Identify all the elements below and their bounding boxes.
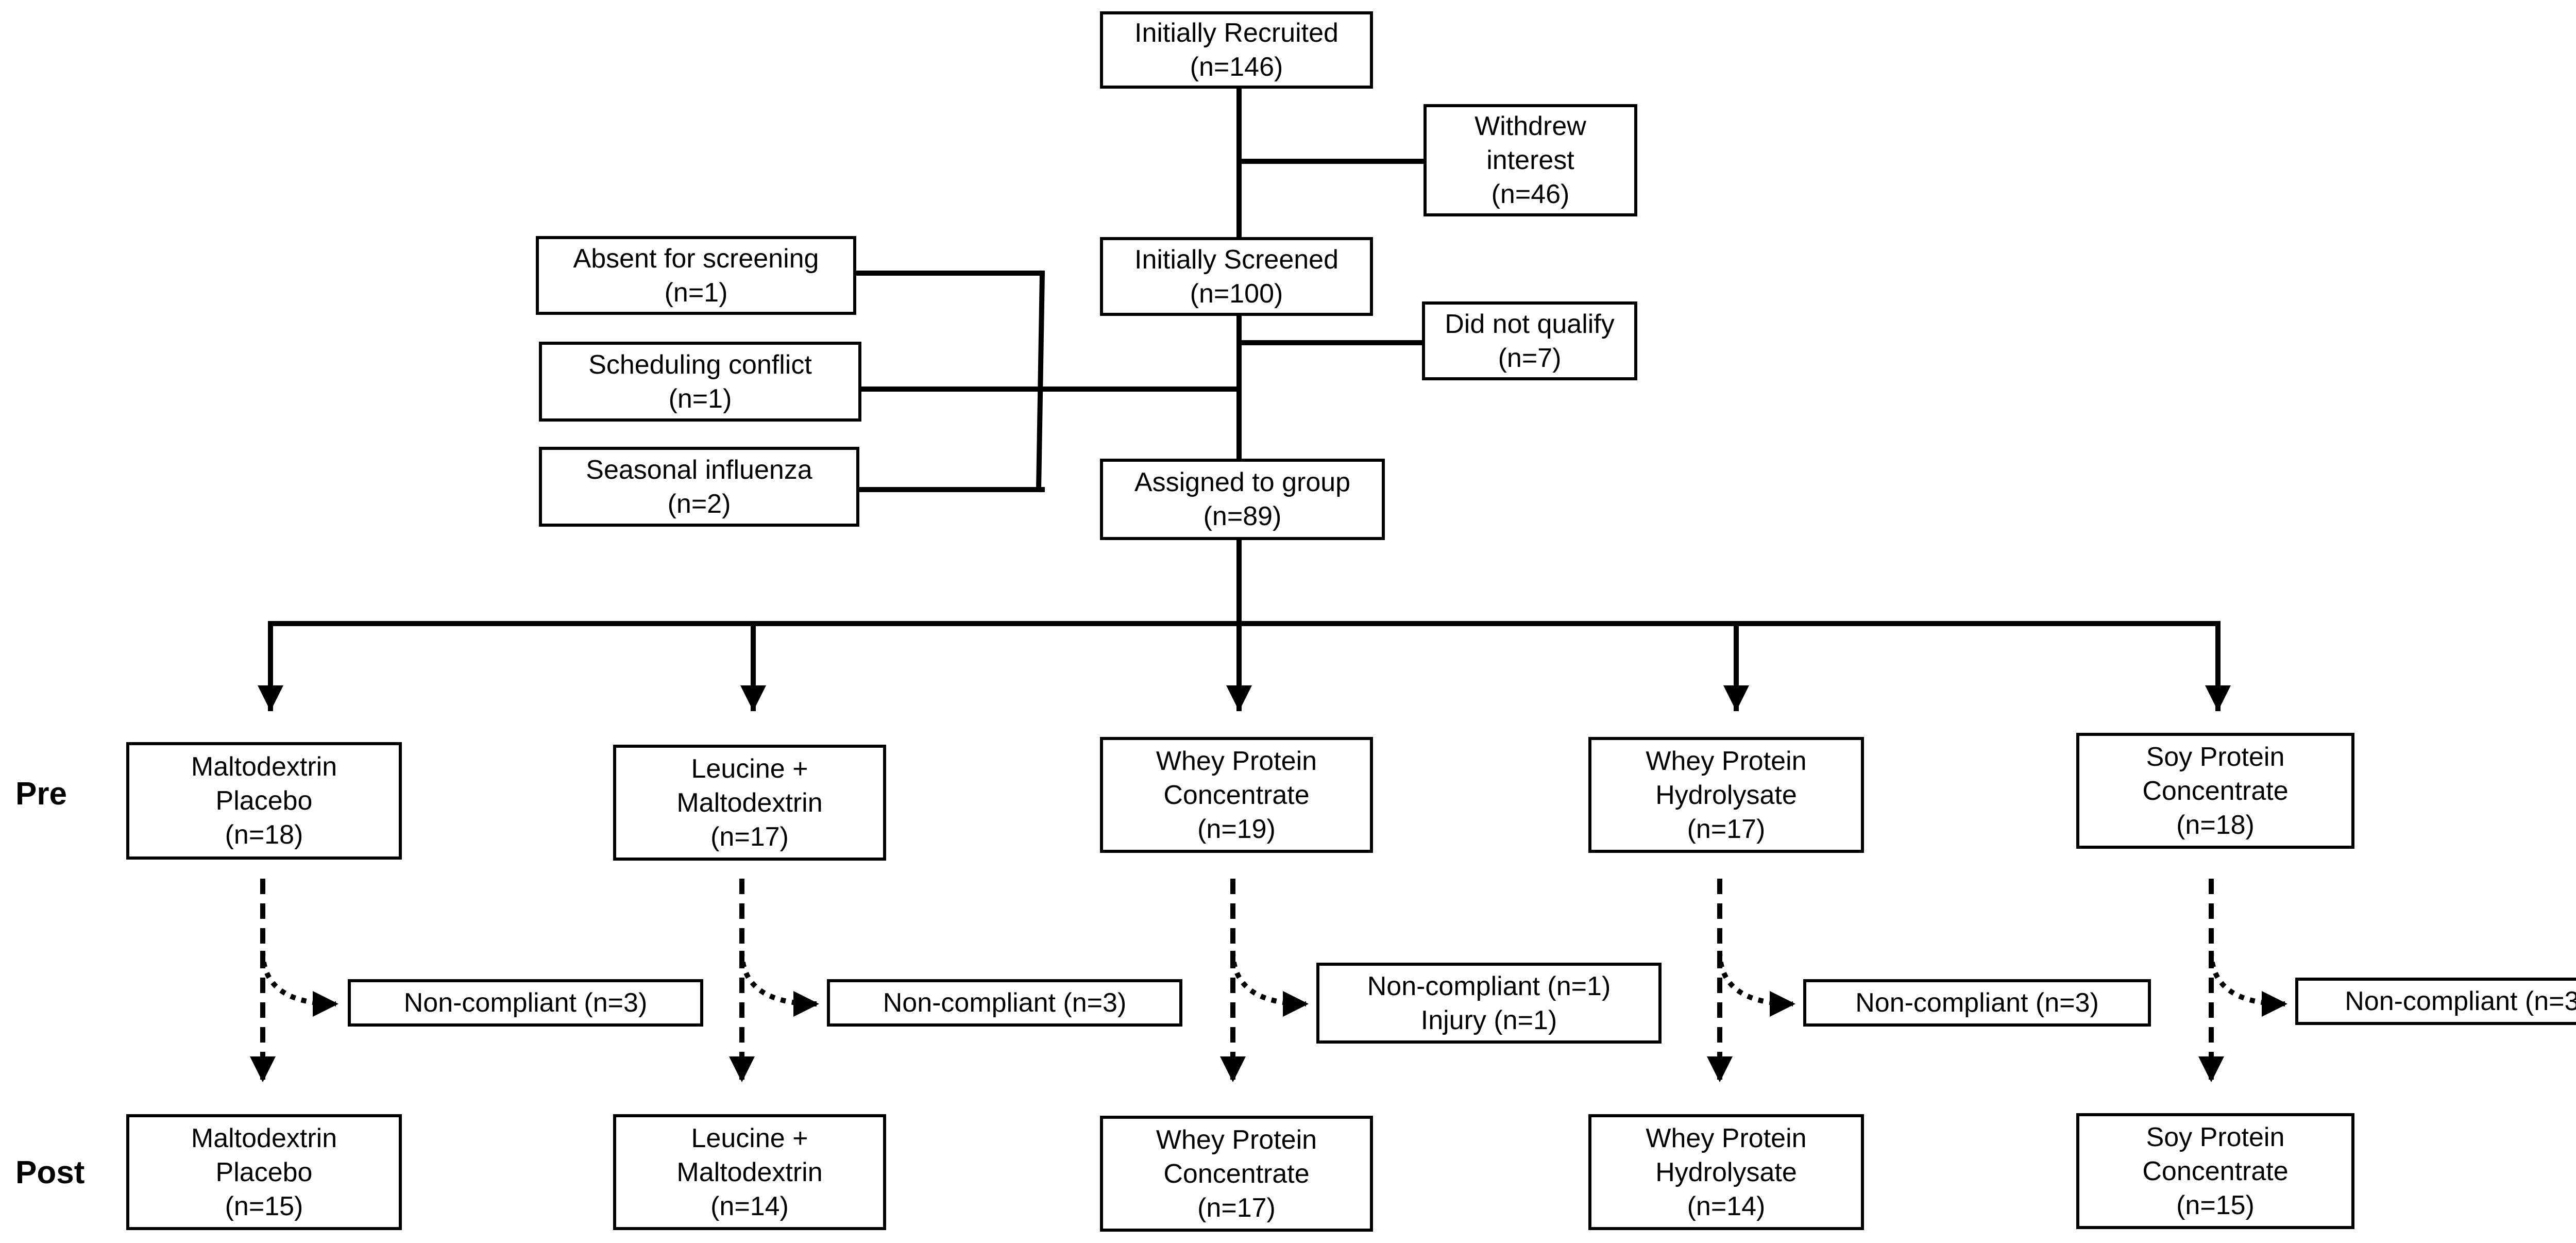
- influenza-count: (n=2): [667, 489, 731, 519]
- not-qualify-label: Did not qualify: [1445, 309, 1615, 339]
- absent-count: (n=1): [664, 277, 728, 308]
- scheduling-box: Scheduling conflict (n=1): [539, 342, 861, 422]
- group-name-line-2: Placebo: [215, 1157, 313, 1187]
- pre-group-box-3: Whey Protein Concentrate (n=19): [1100, 737, 1373, 853]
- post-count: (n=14): [1687, 1191, 1766, 1221]
- post-group-box-3: Whey Protein Concentrate (n=17): [1100, 1116, 1373, 1232]
- dropout-box-4: Non-compliant (n=3): [1803, 979, 2151, 1027]
- pre-group-box-5: Soy Protein Concentrate (n=18): [2076, 733, 2354, 849]
- dropout-box-3: Non-compliant (n=1) Injury (n=1): [1316, 963, 1662, 1044]
- dropout-arrow-3: [1230, 950, 1309, 1017]
- pre-count: (n=19): [1197, 814, 1276, 844]
- pre-count: (n=18): [2176, 810, 2255, 840]
- pre-row-label: Pre: [15, 776, 67, 812]
- withdrew-label: Withdrew: [1475, 111, 1586, 141]
- dropout-arrow-5: [2209, 950, 2287, 1017]
- group-name-line-2: Concentrate: [2142, 1156, 2289, 1186]
- dropout-box-2: Non-compliant (n=3): [827, 979, 1182, 1027]
- dropout-arrow-2: [739, 950, 819, 1017]
- group-name-line-2: Maltodextrin: [676, 1157, 823, 1187]
- pre-group-box-2: Leucine + Maltodextrin (n=17): [613, 745, 886, 861]
- bracket-vertical: [1036, 270, 1045, 493]
- assigned-label: Assigned to group: [1134, 467, 1351, 497]
- assigned-box: Assigned to group (n=89): [1100, 459, 1385, 540]
- pre-group-box-1: Maltodextrin Placebo (n=18): [126, 742, 402, 860]
- dropout-arrow-1: [260, 950, 338, 1017]
- recruited-count: (n=146): [1190, 52, 1283, 82]
- pre-group-box-4: Whey Protein Hydrolysate (n=17): [1588, 737, 1864, 853]
- pre-count: (n=17): [710, 821, 789, 852]
- group-name-line-1: Whey Protein: [1156, 746, 1317, 776]
- post-group-box-1: Maltodextrin Placebo (n=15): [126, 1114, 402, 1230]
- group-name-line-2: Hydrolysate: [1655, 780, 1797, 810]
- group-name-line-1: Maltodextrin: [191, 1123, 337, 1153]
- not-qualify-count: (n=7): [1498, 343, 1562, 373]
- influenza-box: Seasonal influenza (n=2): [539, 447, 859, 527]
- post-group-box-5: Soy Protein Concentrate (n=15): [2076, 1113, 2354, 1229]
- dropout-label: Non-compliant (n=3): [883, 988, 1127, 1018]
- group-name-line-1: Soy Protein: [2146, 742, 2285, 772]
- group-name-line-1: Whey Protein: [1646, 1123, 1807, 1153]
- absent-label: Absent for screening: [573, 243, 819, 274]
- withdrew-label-2: interest: [1486, 145, 1574, 175]
- group-name-line-1: Leucine +: [691, 1123, 808, 1153]
- group-name-line-1: Soy Protein: [2146, 1122, 2285, 1152]
- dropout-box-5: Non-compliant (n=3): [2295, 978, 2576, 1025]
- recruited-box: Initially Recruited (n=146): [1100, 11, 1373, 89]
- group-name-line-2: Concentrate: [1163, 780, 1310, 810]
- post-row-label: Post: [15, 1155, 85, 1190]
- screened-label: Initially Screened: [1134, 244, 1338, 275]
- group-name-line-1: Whey Protein: [1646, 746, 1807, 776]
- dropout-label: Non-compliant (n=1): [1367, 971, 1611, 1001]
- post-group-box-4: Whey Protein Hydrolysate (n=14): [1588, 1114, 1864, 1230]
- post-group-box-2: Leucine + Maltodextrin (n=14): [613, 1114, 886, 1230]
- dropout-arrow-4: [1717, 950, 1795, 1017]
- post-count: (n=15): [225, 1191, 303, 1221]
- group-name-line-2: Placebo: [215, 786, 313, 816]
- dropout-label-2: Injury (n=1): [1420, 1005, 1557, 1035]
- group-name-line-1: Whey Protein: [1156, 1124, 1317, 1155]
- group-name-line-2: Concentrate: [2142, 776, 2289, 806]
- dropout-box-1: Non-compliant (n=3): [348, 979, 703, 1027]
- influenza-label: Seasonal influenza: [586, 455, 812, 485]
- post-count: (n=14): [710, 1191, 789, 1221]
- group-name-line-2: Maltodextrin: [676, 787, 823, 818]
- screened-box: Initially Screened (n=100): [1100, 237, 1373, 316]
- pre-count: (n=17): [1687, 814, 1766, 844]
- group-name-line-1: Maltodextrin: [191, 752, 337, 782]
- withdrew-count: (n=46): [1491, 179, 1570, 209]
- post-count: (n=17): [1197, 1192, 1276, 1223]
- withdrew-box: Withdrew interest (n=46): [1423, 104, 1637, 216]
- assigned-count: (n=89): [1203, 501, 1282, 531]
- scheduling-count: (n=1): [668, 383, 732, 414]
- dropout-label: Non-compliant (n=3): [2345, 986, 2576, 1016]
- dropout-label: Non-compliant (n=3): [403, 988, 648, 1018]
- absent-box: Absent for screening (n=1): [536, 236, 856, 315]
- pre-count: (n=18): [225, 820, 303, 850]
- dropout-label: Non-compliant (n=3): [1855, 988, 2099, 1018]
- group-name-line-2: Concentrate: [1163, 1158, 1310, 1189]
- group-name-line-2: Hydrolysate: [1655, 1157, 1797, 1187]
- group-name-line-1: Leucine +: [691, 753, 808, 784]
- screened-count: (n=100): [1190, 278, 1283, 309]
- post-count: (n=15): [2176, 1190, 2255, 1220]
- recruited-label: Initially Recruited: [1134, 18, 1338, 48]
- not-qualify-box: Did not qualify (n=7): [1422, 301, 1637, 380]
- scheduling-label: Scheduling conflict: [588, 349, 812, 380]
